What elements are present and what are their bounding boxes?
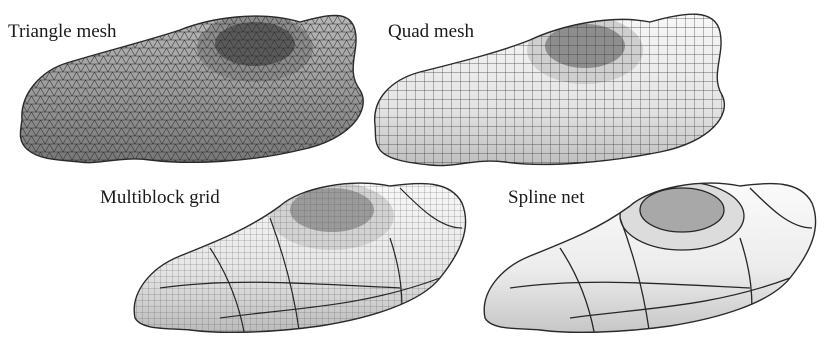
multiblock-grid-label: Multiblock grid [100,188,220,207]
spline-net-label: Spline net [508,188,585,207]
quad-mesh-label: Quad mesh [388,22,474,41]
triangle-mesh-label: Triangle mesh [8,22,117,41]
